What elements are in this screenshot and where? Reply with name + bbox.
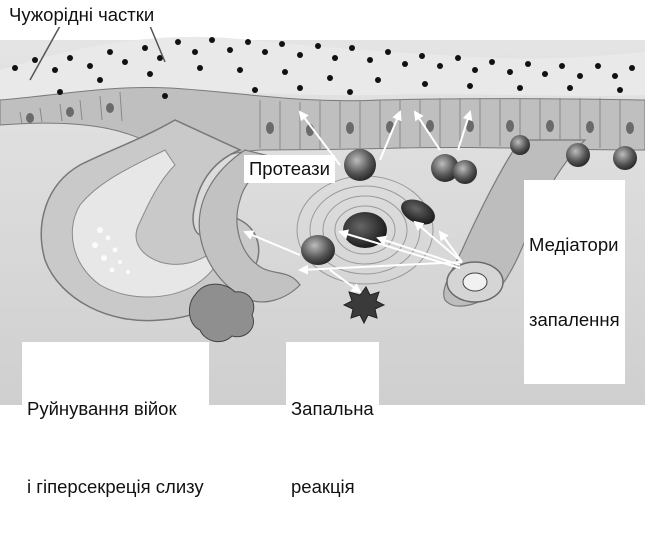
label-inflammation-line1: Запальна bbox=[291, 396, 374, 422]
label-proteases: Протеази bbox=[244, 155, 335, 183]
label-inflammation-line2: реакція bbox=[291, 474, 374, 500]
label-destruction-line1: Руйнування війок bbox=[27, 396, 204, 422]
macrophage bbox=[343, 212, 387, 248]
label-mediators-line2: запалення bbox=[529, 307, 620, 332]
label-inflammation-mediators: Медіатори запалення bbox=[524, 180, 625, 384]
label-foreign-particles: Чужорідні частки bbox=[6, 3, 157, 27]
label-cilia-destruction: Руйнування війок і гіперсекреція слизу bbox=[22, 342, 209, 554]
label-destruction-line2: і гіперсекреція слизу bbox=[27, 474, 204, 500]
diagram-stage: Чужорідні частки Протеази Медіатори запа… bbox=[0, 0, 645, 405]
label-inflammatory-reaction: Запальна реакція bbox=[286, 342, 379, 554]
vessel-lumen bbox=[463, 273, 487, 291]
label-mediators-line1: Медіатори bbox=[529, 232, 620, 257]
